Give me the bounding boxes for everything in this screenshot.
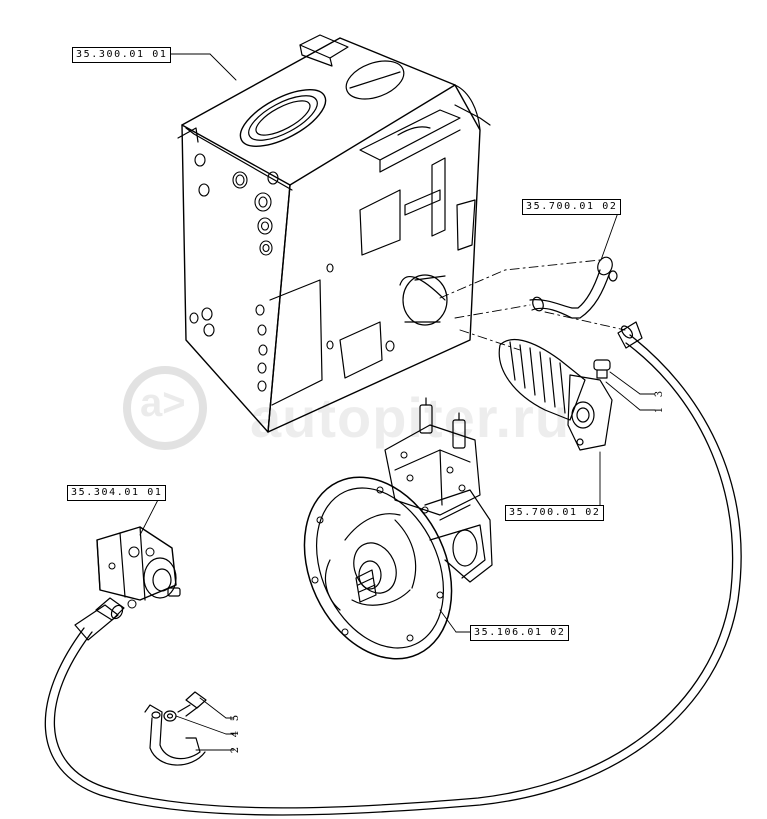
- cooler-reference-box[interactable]: 35.700.01 02: [522, 199, 622, 215]
- cooler-hose[interactable]: [439, 255, 626, 351]
- callout-item-1[interactable]: 1: [654, 406, 666, 414]
- return-filter-assembly[interactable]: [498, 338, 613, 451]
- callout-item-5[interactable]: 5: [230, 714, 242, 722]
- clamp-hardware[interactable]: [144, 691, 207, 766]
- hydraulic-tank[interactable]: [177, 34, 491, 433]
- watermark-logo: [123, 366, 207, 450]
- filter-reference-box[interactable]: 35.700.01 02: [505, 505, 605, 521]
- gear-pump-reference-box[interactable]: 35.304.01 01: [67, 485, 167, 501]
- tank-reference-box[interactable]: 35.300.01 01: [72, 47, 172, 63]
- watermark-glyph: a>: [140, 381, 186, 425]
- leader-lines: [139, 53, 656, 751]
- callout-item-3[interactable]: 3: [654, 390, 666, 398]
- gear-pump[interactable]: [96, 526, 181, 609]
- piston-pump[interactable]: [276, 397, 493, 683]
- piston-pump-reference-box[interactable]: 35.106.01 02: [470, 625, 570, 641]
- callout-item-2[interactable]: 2: [230, 746, 242, 754]
- callout-item-4[interactable]: 4: [230, 730, 242, 738]
- pressure-hose[interactable]: [44, 321, 742, 816]
